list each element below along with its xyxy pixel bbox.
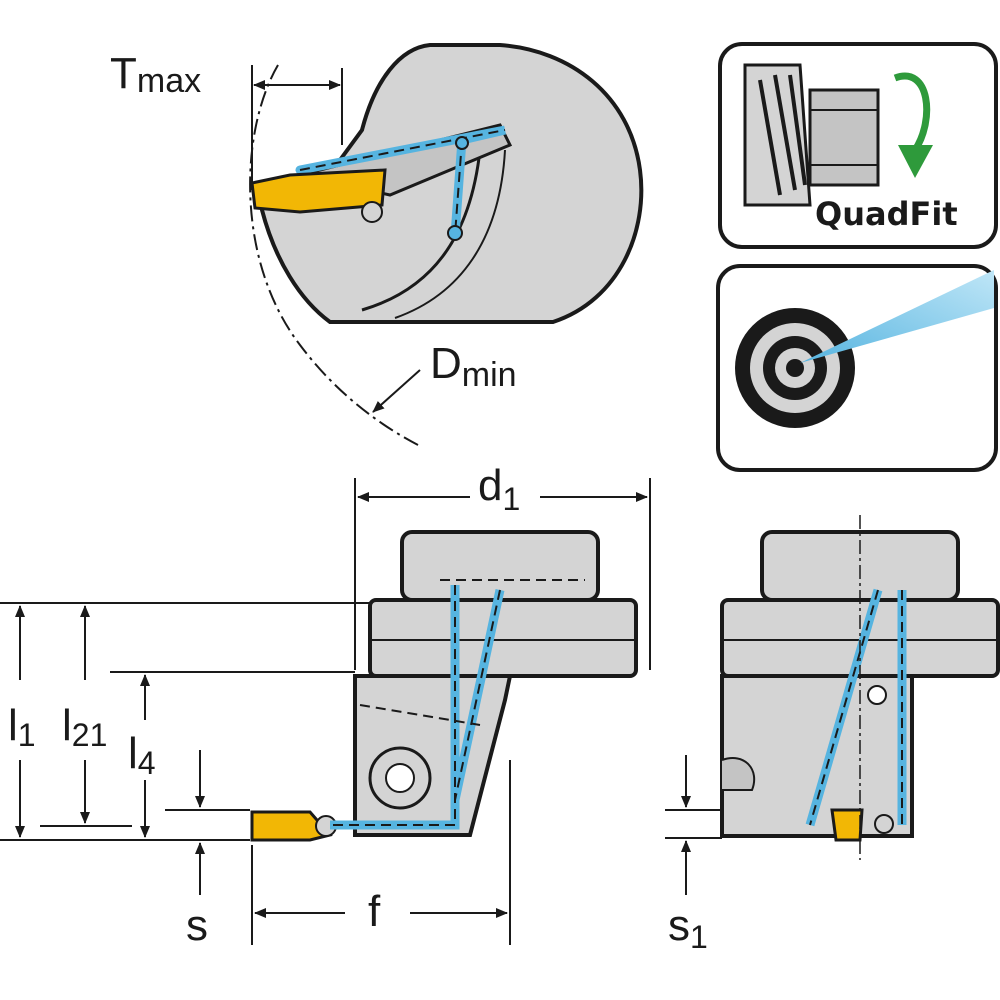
label-s: s <box>186 901 208 950</box>
label-s1: s1 <box>668 901 708 955</box>
front-view <box>250 530 638 842</box>
label-f: f <box>368 887 381 936</box>
precision-coolant-target-icon <box>735 270 994 428</box>
label-d-min: Dmin <box>430 339 517 394</box>
front-insert <box>250 810 333 842</box>
coolant-badge <box>716 264 998 472</box>
tool-head-body <box>260 43 644 324</box>
dimension-lines <box>0 478 722 945</box>
label-t-max: Tmax <box>110 49 201 100</box>
label-l4: l4 <box>128 729 156 781</box>
side-insert <box>830 808 864 842</box>
cutting-insert <box>250 168 387 214</box>
quadfit-rotation-icon <box>743 63 933 207</box>
label-l1: l1 <box>8 701 36 753</box>
side-view <box>720 515 1000 860</box>
quadfit-label: QuadFit <box>815 195 958 233</box>
label-l21: l21 <box>62 701 107 753</box>
quadfit-badge: QuadFit <box>718 42 998 249</box>
label-d1: d1 <box>478 461 520 517</box>
head-detail-view <box>249 43 644 446</box>
